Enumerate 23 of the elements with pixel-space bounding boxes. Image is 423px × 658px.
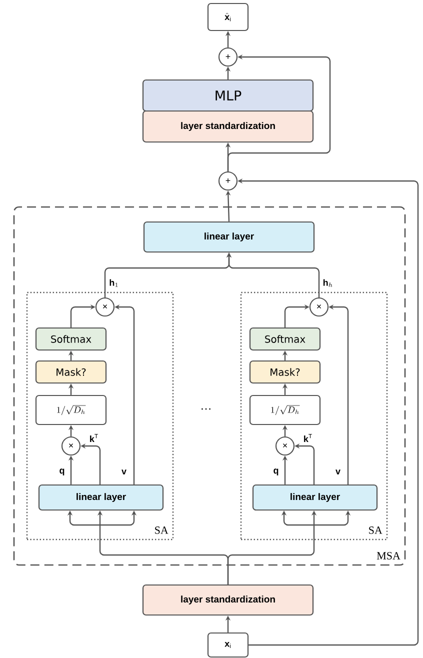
edge-label: $\mathbf{k}^{\mathrm{T}}$ — [90, 434, 98, 442]
edge-label: $\mathbf{q}$ — [274, 468, 278, 476]
ellipsis: … — [202, 408, 210, 410]
input-box: $\mathbf{x}_{\mathrm{i}}$ — [207, 632, 249, 658]
edge-label: $\mathbf{h}_h$ — [323, 279, 332, 287]
scale-box: $1/\sqrt{D_h}$ — [249, 394, 321, 426]
mask-box: Mask? — [35, 360, 107, 384]
linear-box: linear layer — [143, 221, 315, 253]
scale-box: $1/\sqrt{D_h}$ — [35, 394, 107, 426]
mlp-box: MLP — [142, 79, 314, 112]
norm-box: layer standardization — [142, 584, 314, 616]
linear-box: linear layer — [252, 484, 378, 511]
softmax-box: Softmax — [249, 327, 321, 351]
mask-box: Mask? — [249, 360, 321, 384]
softmax-box: Softmax — [35, 327, 107, 351]
edge-label: $\mathbf{h}_1$ — [110, 279, 118, 287]
edge-label: $\mathbf{v}$ — [336, 470, 340, 474]
output-box: $\hat{\mathbf{x}}_{\mathrm{i}}$ — [207, 2, 249, 32]
edge-label: $\mathbf{q}$ — [60, 468, 64, 476]
edge-label: $\mathbf{v}$ — [122, 470, 126, 474]
linear-box: linear layer — [38, 484, 164, 511]
norm-box: layer standardization — [142, 110, 314, 143]
edge-label: $\mathbf{k}^{\mathrm{T}}$ — [304, 434, 312, 442]
